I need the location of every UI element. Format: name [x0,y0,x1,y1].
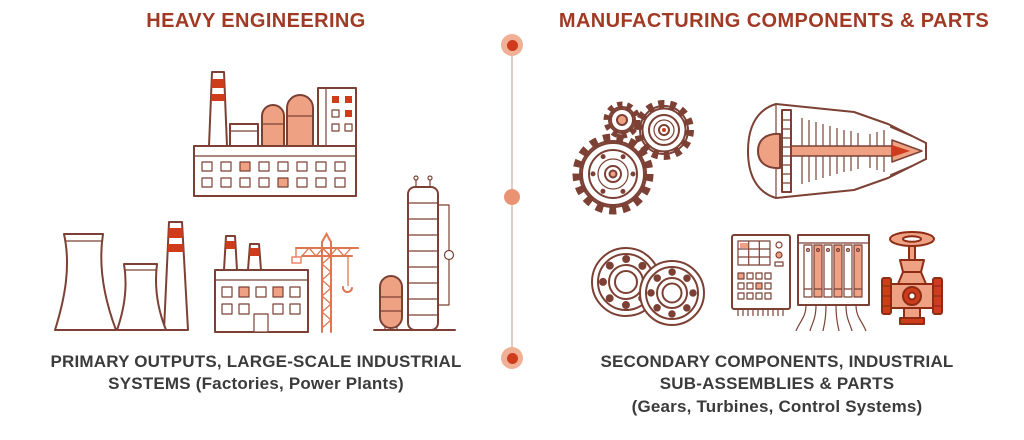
right-column-title: MANUFACTURING COMPONENTS & PARTS [558,10,990,32]
cooling-towers-icon [50,218,200,336]
industrial-valve-icon [880,226,945,331]
plc-control-panel-icon [728,231,873,333]
left-caption-line-1: PRIMARY OUTPUTS, LARGE-SCALE INDUSTRIAL [50,352,462,371]
gear-large [572,133,654,215]
factory-complex-icon [188,66,363,201]
timeline-dot-top [501,34,523,56]
right-caption-line-2: SUB-ASSEMBLIES & PARTS [659,374,895,394]
left-column-title: HEAVY ENGINEERING [146,10,366,32]
factory-with-crane-icon [210,230,360,335]
left-caption-line-2: SYSTEMS (Factories, Power Plants) [108,374,404,394]
timeline-dot-middle [504,189,520,205]
turbine-engine-icon [736,94,931,209]
right-caption-line-3: (Gears, Turbines, Control Systems) [631,396,923,416]
gears-icon [566,86,701,216]
gear-small [603,101,641,139]
gear-medium [634,100,694,160]
left-caption: PRIMARY OUTPUTS, LARGE-SCALE INDUSTRIAL … [10,351,502,396]
right-caption: SECONDARY COMPONENTS, INDUSTRIAL SUB-ASS… [534,351,1020,418]
bearing-small [639,260,705,326]
timeline-dot-bottom [501,347,523,369]
refinery-column-icon [372,175,457,345]
right-caption-line-1: SECONDARY COMPONENTS, INDUSTRIAL [600,352,954,371]
ball-bearings-icon [584,238,712,333]
